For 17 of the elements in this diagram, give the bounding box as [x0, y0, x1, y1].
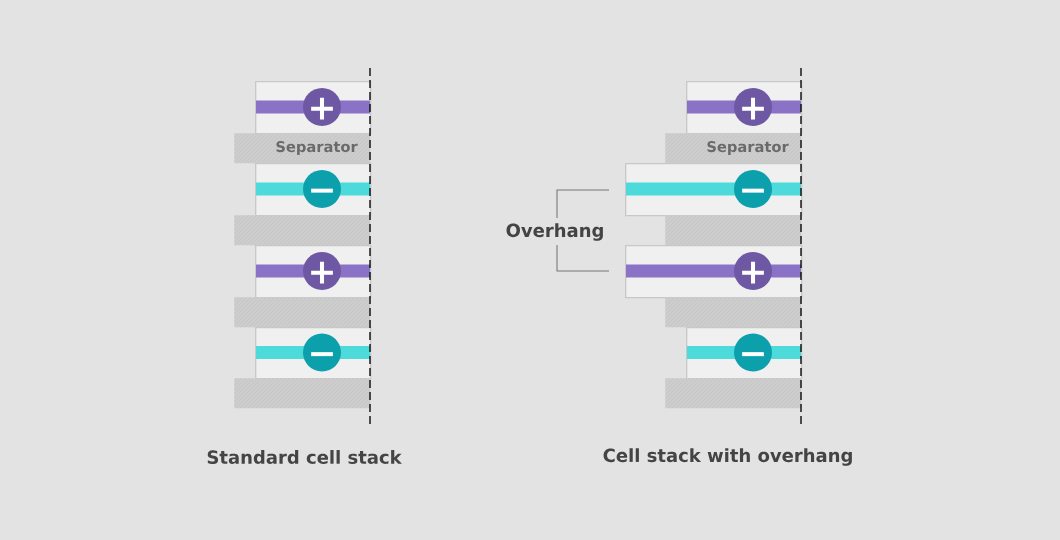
- electrode-layer: +: [625, 245, 803, 299]
- separator-layer: Separator: [276, 141, 358, 155]
- electrode-layer: −: [625, 163, 803, 217]
- separator-layer: [665, 215, 802, 246]
- electrode-layer: −: [255, 163, 372, 217]
- electrode-layer: +: [255, 245, 372, 299]
- stack-caption: Cell stack with overhang: [603, 448, 852, 466]
- overhang-label: Overhang: [506, 223, 603, 241]
- electrode-layer: −: [686, 327, 803, 380]
- separator-layer: [665, 133, 802, 164]
- separator-layer: Separator: [707, 141, 789, 155]
- separator-layer: [665, 297, 802, 328]
- electrode-layer: +: [686, 81, 803, 135]
- stack-caption: Standard cell stack: [207, 450, 402, 464]
- electrode-layer: +: [255, 81, 372, 135]
- electrode-layer: −: [255, 327, 372, 380]
- separator-layer: [234, 378, 371, 409]
